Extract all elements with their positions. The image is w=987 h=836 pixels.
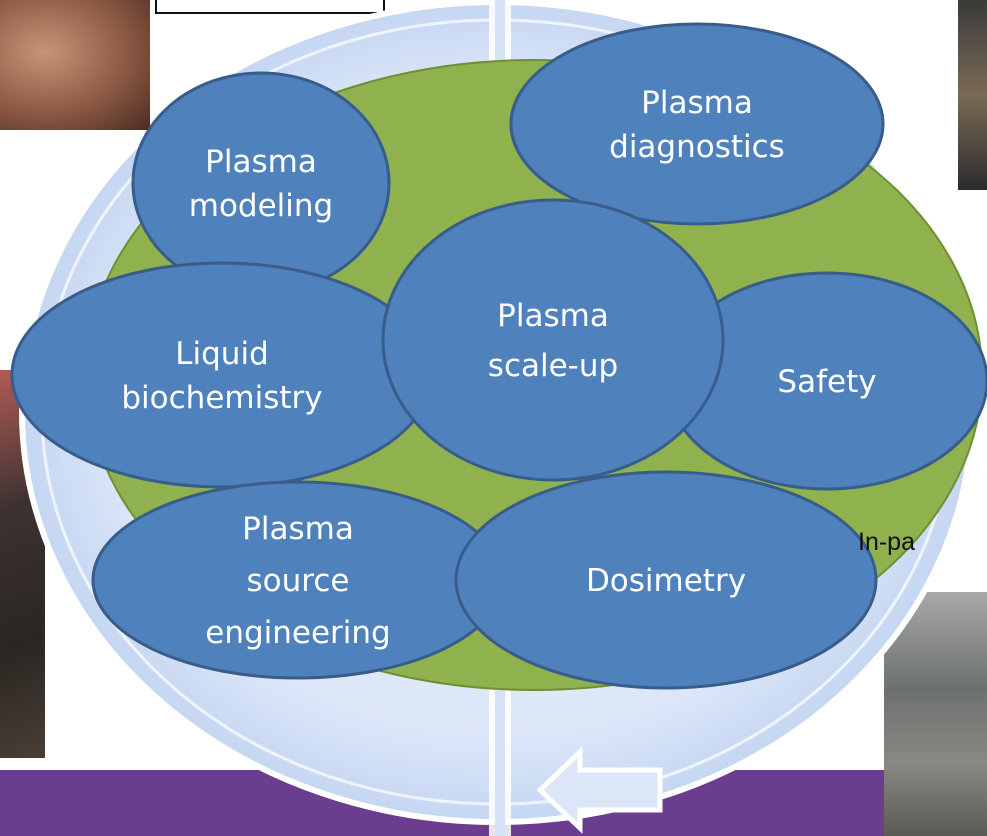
plasma-source-engineering-node: Plasma source engineering	[91, 480, 505, 680]
plasma-diagnostics-node-label: diagnostics	[609, 129, 785, 165]
plasma-scale-up-node: Plasma scale-up	[381, 198, 725, 482]
dosimetry-node: Dosimetry	[454, 470, 878, 690]
liquid-biochemistry-node: Liquid biochemistry	[10, 261, 434, 489]
plasma-scale-up-node-label: Plasma	[497, 298, 609, 334]
plasma-source-engineering-node-label: Plasma	[242, 511, 354, 547]
plasma-scale-up-node-shape	[381, 198, 725, 482]
plasma-modeling-node: Plasma modeling	[131, 71, 391, 295]
plasma-source-engineering-node-label: source	[247, 563, 350, 599]
liquid-biochemistry-node-label: biochemistry	[121, 380, 322, 416]
plasma-diagnostics-node: Plasma diagnostics	[509, 22, 885, 226]
dosimetry-node-label: Dosimetry	[586, 563, 746, 599]
liquid-biochemistry-node-label: Liquid	[175, 336, 269, 372]
plasma-diagnostics-node-shape	[509, 22, 885, 226]
plasma-modeling-node-shape	[131, 71, 391, 295]
lab-photo	[958, 0, 987, 190]
liquid-biochemistry-node-shape	[10, 261, 434, 489]
plasma-source-engineering-node-label: engineering	[205, 615, 391, 651]
dosimetry-node-shape	[454, 470, 878, 690]
safety-node-label: Safety	[777, 364, 876, 400]
plasma-diagnostics-node-label: Plasma	[641, 85, 753, 121]
safety-node: Safety	[665, 271, 987, 491]
face-photo	[0, 0, 150, 130]
plasma-modeling-node-label: modeling	[189, 188, 333, 224]
photo-caption-box	[155, 0, 385, 14]
plasma-scale-up-node-label: scale-up	[488, 348, 618, 384]
plasma-modeling-node-label: Plasma	[205, 144, 317, 180]
side-caption: In-pa	[858, 528, 915, 556]
